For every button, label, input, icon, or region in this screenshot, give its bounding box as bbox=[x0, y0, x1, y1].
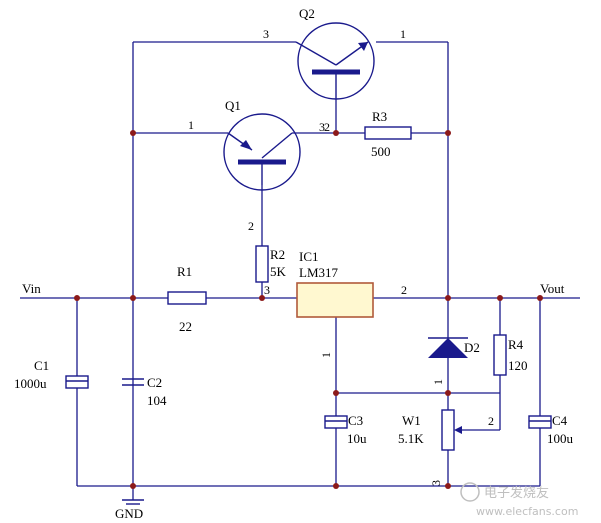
junction-dot bbox=[130, 483, 136, 489]
ic1-part: LM317 bbox=[299, 265, 339, 280]
junction-dot bbox=[130, 295, 136, 301]
c1-value: 1000u bbox=[14, 376, 47, 391]
r2-pin-bottom: 3 bbox=[264, 283, 270, 297]
w1-pin-wiper: 2 bbox=[488, 414, 494, 428]
w1-ref: W1 bbox=[402, 413, 421, 428]
wires bbox=[20, 41, 580, 500]
junction-dot bbox=[445, 483, 451, 489]
junction-dot bbox=[445, 130, 451, 136]
junction-dot bbox=[497, 295, 503, 301]
capacitor-c3 bbox=[324, 415, 348, 429]
junction-dot bbox=[259, 295, 265, 301]
r4-ref: R4 bbox=[508, 337, 524, 352]
ic1-pin-out: 2 bbox=[401, 283, 407, 297]
q2-emitter-arrow bbox=[358, 42, 368, 51]
r2-value: 5K bbox=[270, 264, 287, 279]
q1-pin-base: 1 bbox=[188, 118, 194, 132]
net-label-vin: Vin bbox=[22, 281, 41, 296]
diode-d2 bbox=[428, 337, 468, 358]
c4-ref: C4 bbox=[552, 413, 568, 428]
c4-value: 100u bbox=[547, 431, 574, 446]
capacitor-c2 bbox=[122, 378, 144, 386]
watermark-site: 电子发烧友 bbox=[484, 485, 549, 501]
w1-wiper-arrow bbox=[454, 426, 462, 434]
q2-pin-emitter: 1 bbox=[400, 27, 406, 41]
w1-value: 5.1K bbox=[398, 431, 424, 446]
q2-pin-collector: 3 bbox=[263, 27, 269, 41]
transistor-q1 bbox=[223, 113, 301, 191]
junction-dot bbox=[130, 130, 136, 136]
junction-dot bbox=[445, 390, 451, 396]
q2-pin-base: 2 bbox=[324, 120, 330, 134]
resistor-r2 bbox=[255, 245, 269, 283]
d2-pin: 1 bbox=[431, 379, 445, 385]
junction-dot bbox=[445, 295, 451, 301]
q1-collector-lead bbox=[261, 132, 293, 159]
q2-ref: Q2 bbox=[299, 6, 315, 21]
ground-symbol bbox=[122, 499, 144, 505]
c1-ref: C1 bbox=[34, 358, 49, 373]
capacitor-c1 bbox=[65, 375, 89, 389]
c2-value: 104 bbox=[147, 393, 167, 408]
w1-pin-bottom: 3 bbox=[429, 480, 443, 486]
resistor-r1 bbox=[167, 291, 207, 305]
r1-value: 22 bbox=[179, 319, 192, 334]
q1-ref: Q1 bbox=[225, 98, 241, 113]
junction-dot bbox=[333, 390, 339, 396]
c3-value: 10u bbox=[347, 431, 367, 446]
ic1-pin-adj: 1 bbox=[319, 352, 333, 358]
net-label-vout: Vout bbox=[540, 281, 565, 296]
resistor-r4 bbox=[493, 334, 507, 376]
r4-value: 120 bbox=[508, 358, 528, 373]
q2-collector-lead bbox=[295, 41, 337, 66]
c2-ref: C2 bbox=[147, 375, 162, 390]
r2-ref: R2 bbox=[270, 247, 285, 262]
watermark: 电子发烧友 www.elecfans.com bbox=[460, 482, 578, 518]
transistor-q2 bbox=[295, 22, 375, 100]
net-label-gnd: GND bbox=[115, 506, 143, 521]
r1-ref: R1 bbox=[177, 264, 192, 279]
c3-ref: C3 bbox=[348, 413, 363, 428]
d2-triangle bbox=[428, 338, 468, 358]
r3-ref: R3 bbox=[372, 109, 387, 124]
junction-dot bbox=[537, 295, 543, 301]
q1-arrow bbox=[240, 140, 252, 150]
ic1-body bbox=[296, 282, 374, 318]
watermark-logo-icon bbox=[460, 482, 480, 502]
ic1-ref: IC1 bbox=[299, 249, 319, 264]
watermark-url: www.elecfans.com bbox=[476, 505, 578, 518]
d2-ref: D2 bbox=[464, 340, 480, 355]
r3-value: 500 bbox=[371, 144, 391, 159]
junction-dot bbox=[74, 295, 80, 301]
capacitor-c4 bbox=[528, 415, 552, 429]
potentiometer-w1 bbox=[441, 409, 462, 451]
labels: Vin Vout GND Q2 3 1 2 Q1 1 3 2 R3 500 R2… bbox=[14, 6, 574, 521]
q1-pin-emitter: 2 bbox=[248, 219, 254, 233]
junction-dots bbox=[74, 130, 543, 489]
junction-dot bbox=[333, 483, 339, 489]
q1-pin-collector: 3 bbox=[319, 120, 325, 134]
junction-dot bbox=[333, 130, 339, 136]
resistor-r3 bbox=[364, 126, 412, 140]
